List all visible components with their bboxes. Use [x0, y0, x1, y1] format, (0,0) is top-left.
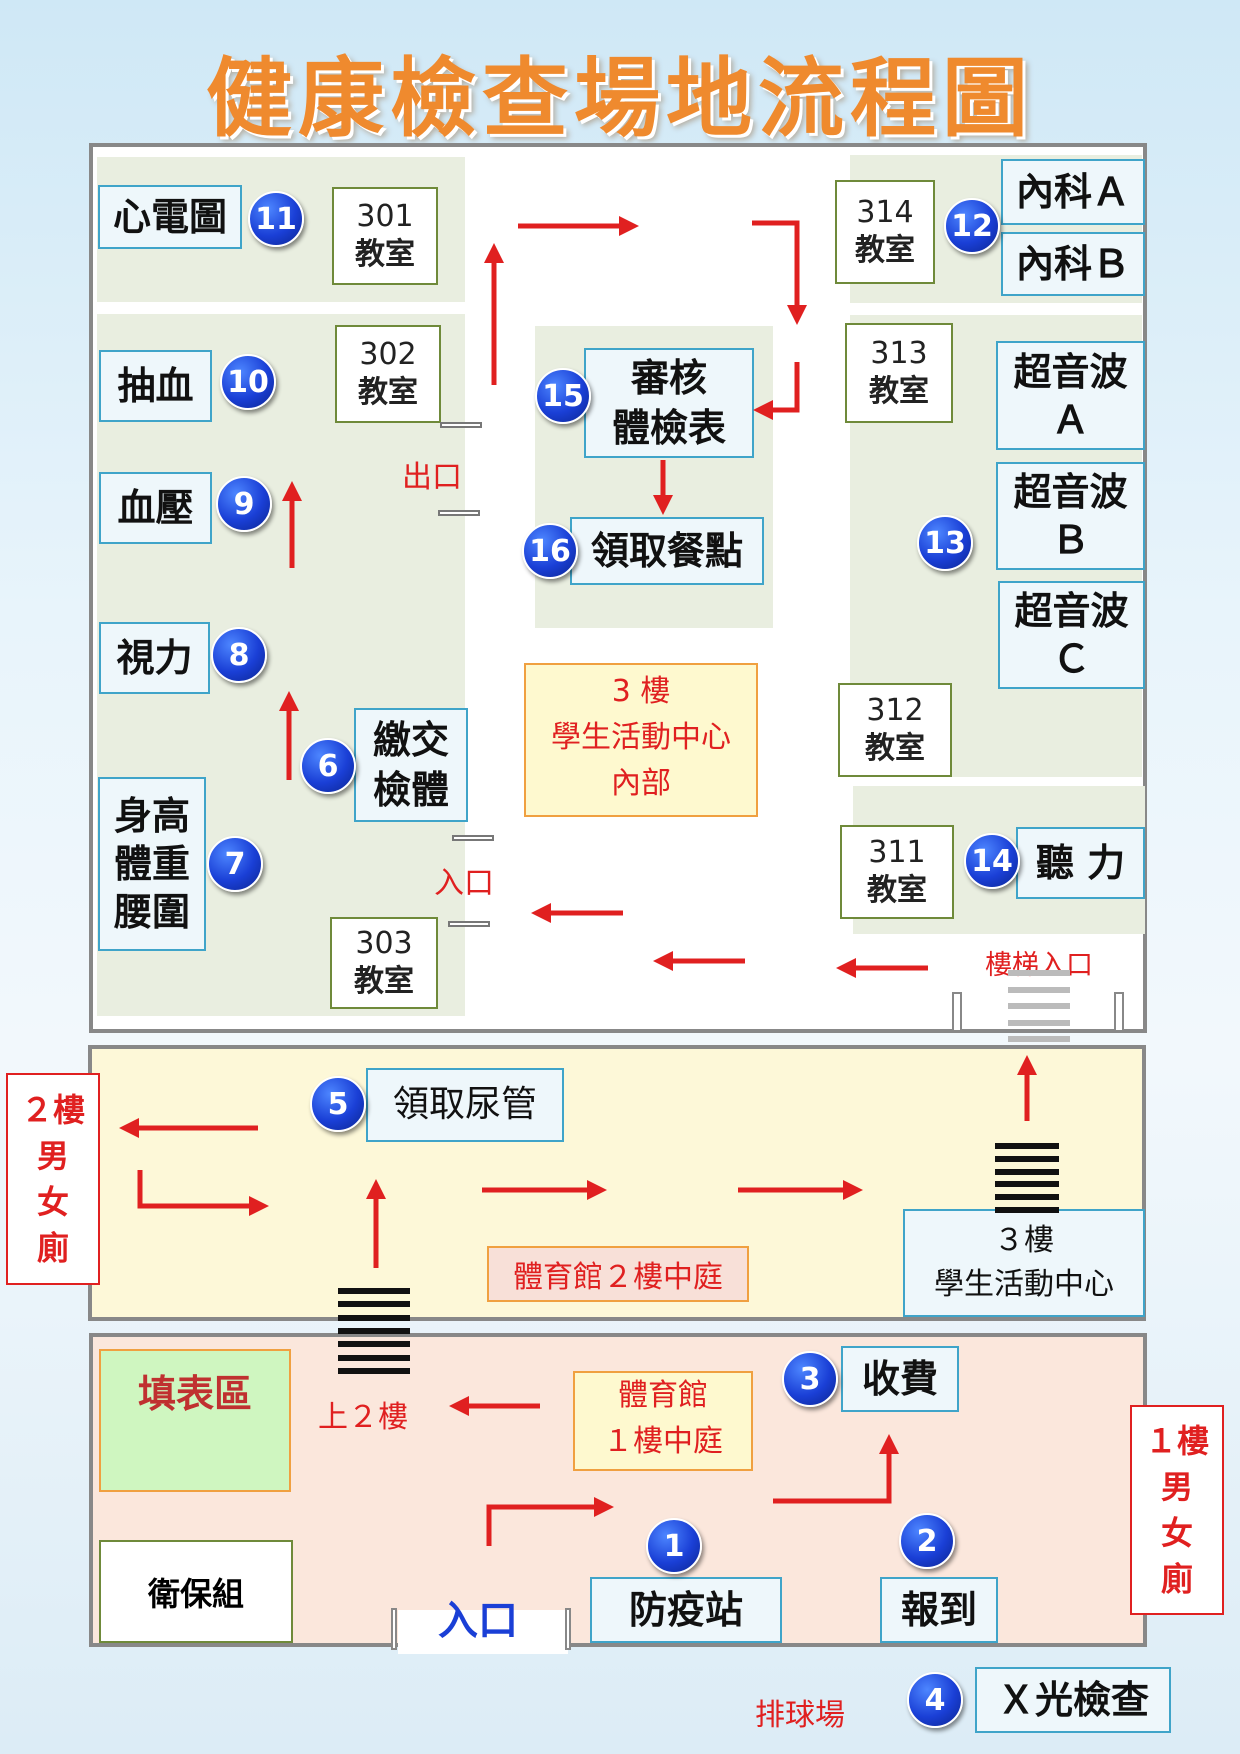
entrance-door-top [452, 835, 494, 841]
floor2-courtyard-label: 體育館２樓中庭 [487, 1246, 749, 1302]
main-entrance-label: 入口 [438, 1598, 518, 1644]
station-blood: 抽血 [99, 350, 212, 422]
badge-9: 9 [216, 476, 272, 532]
badge-1: 1 [646, 1518, 702, 1574]
badge-16: 16 [522, 523, 578, 579]
badge-6: 6 [300, 738, 356, 794]
health-office: 衛保組 [99, 1540, 293, 1643]
station-specimen: 繳交檢體 [354, 708, 468, 822]
station-xray: Ｘ光檢查 [975, 1667, 1171, 1733]
form-area: 填表區 [99, 1349, 291, 1492]
badge-13: 13 [917, 515, 973, 571]
exit-door-bottom [438, 510, 480, 516]
exit-label: 出口 [402, 460, 462, 495]
badge-3: 3 [782, 1351, 838, 1407]
arrow-f1-3 [773, 1434, 899, 1504]
badge-12: 12 [944, 198, 1000, 254]
stair-post-left [952, 992, 962, 1032]
badge-2: 2 [899, 1513, 955, 1569]
badge-4: 4 [907, 1672, 963, 1728]
floor1-restroom: １樓男女廁 [1130, 1405, 1224, 1615]
floor3-center-label: 3 樓學生活動中心內部 [524, 663, 758, 817]
up-2f-label: 上２樓 [318, 1400, 408, 1435]
arrow-f1-2 [486, 1497, 614, 1546]
entrance-post-left [391, 1608, 397, 1650]
entrance-post-right [565, 1608, 571, 1650]
station-review: 審核體檢表 [584, 348, 754, 458]
floor2-center-label: ３樓學生活動中心 [903, 1209, 1145, 1317]
badge-14: 14 [964, 833, 1020, 889]
station-urine: 領取尿管 [366, 1068, 564, 1142]
station-vision: 視力 [99, 622, 210, 694]
exit-door-top [440, 422, 482, 428]
entrance-label: 入口 [434, 866, 494, 901]
station-meal: 領取餐點 [570, 517, 764, 585]
badge-10: 10 [220, 354, 276, 410]
page-title: 健康檢查場地流程圖 [206, 49, 1034, 149]
badge-5: 5 [310, 1076, 366, 1132]
station-internal-a: 內科Ａ [1001, 159, 1145, 225]
station-register: 報到 [880, 1577, 998, 1643]
stair-to-3f [995, 1143, 1059, 1213]
badge-7: 7 [207, 836, 263, 892]
main-entrance-gap [398, 1610, 568, 1654]
volleyball-label: 排球場 [755, 1698, 845, 1733]
badge-11: 11 [248, 191, 304, 247]
station-ecg: 心電圖 [98, 185, 242, 249]
station-epidemic: 防疫站 [590, 1577, 782, 1643]
stair-post-right [1114, 992, 1124, 1032]
badge-8: 8 [211, 627, 267, 683]
arrow-f2-2 [137, 1170, 269, 1216]
station-bp: 血壓 [99, 472, 212, 544]
station-internal-b: 內科Ｂ [1001, 232, 1145, 296]
entrance-door-bottom [448, 921, 490, 927]
stair-entrance-ladder [1008, 970, 1070, 1042]
station-payment: 收費 [841, 1346, 959, 1412]
station-height-weight: 身高體重腰圍 [98, 777, 206, 951]
floor2-restroom: ２樓男女廁 [6, 1073, 100, 1285]
arrow-f3-2 [752, 220, 807, 325]
badge-15: 15 [535, 368, 591, 424]
arrow-f3-3 [753, 362, 800, 420]
stair-to-2f [338, 1288, 410, 1374]
